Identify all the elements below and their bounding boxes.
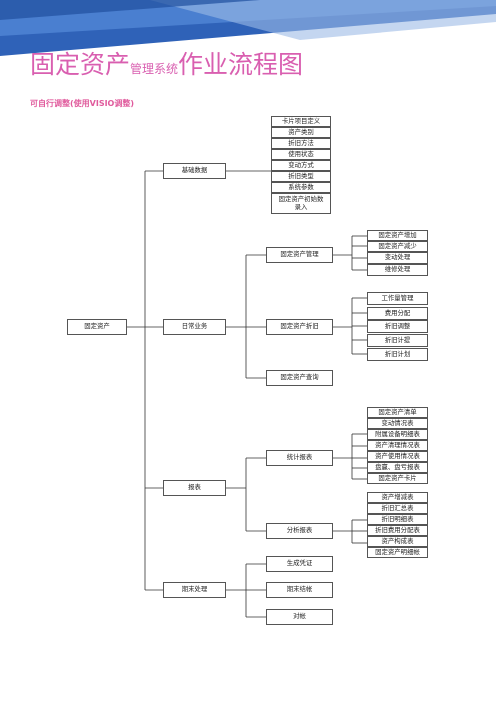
node-statistical-reports: 统计报表 [266,450,333,466]
node-basic-data: 基础数据 [163,163,226,179]
title-sub: 管理系统 [130,62,179,76]
stat-item: 固定资产卡片 [367,473,428,484]
stat-item: 附属设备明细表 [367,429,428,440]
node-asset-depreciation: 固定资产折旧 [266,319,333,335]
depr-item: 工作量管理 [367,292,428,305]
node-period-end: 期末处理 [163,582,226,598]
depr-item: 费用分配 [367,307,428,320]
node-reconciliation: 对帐 [266,609,333,625]
analysis-item: 折旧明细表 [367,514,428,525]
basic-item: 资产类别 [271,127,331,138]
header-banner [0,0,496,56]
node-period-closing: 期末结帐 [266,582,333,598]
title-main-2: 作业流程图 [178,50,304,79]
basic-item: 使用状态 [271,149,331,160]
stat-item: 盘赢、盘亏报表 [367,462,428,473]
node-asset-management: 固定资产管理 [266,247,333,263]
node-daily-business: 日常业务 [163,319,226,335]
mgmt-item: 变动处理 [367,252,428,264]
mgmt-item: 固定资产增加 [367,230,428,241]
page-subtitle: 可自行调整(使用VISIO调整) [30,99,135,108]
node-asset-query: 固定资产查询 [266,370,333,386]
analysis-item: 资产构成表 [367,536,428,547]
analysis-item: 折旧汇总表 [367,503,428,514]
depr-item: 折旧计划 [367,348,428,361]
analysis-item: 折旧费用分配表 [367,525,428,536]
basic-item: 卡片项目定义 [271,116,331,127]
node-analysis-reports: 分析报表 [266,523,333,539]
node-generate-voucher: 生成凭证 [266,556,333,572]
basic-item: 折旧方法 [271,138,331,149]
depr-item: 折旧计提 [367,334,428,347]
node-reports: 报表 [163,480,226,496]
basic-item: 固定资产初始数录入 [271,193,331,214]
page-title: 固定资产管理系统作业流程图 [30,52,303,77]
analysis-item: 资产增减表 [367,492,428,503]
stat-item: 资产使用情况表 [367,451,428,462]
mgmt-item: 固定资产减少 [367,241,428,252]
node-fixed-assets: 固定资产 [67,319,127,335]
stat-item: 资产清理情况表 [367,440,428,451]
stat-item: 固定资产清单 [367,407,428,418]
mgmt-item: 维修处理 [367,264,428,276]
basic-item: 系统参数 [271,182,331,193]
title-main-1: 固定资产 [30,50,131,79]
stat-item: 变动情况表 [367,418,428,429]
basic-item: 变动方式 [271,160,331,171]
analysis-item: 固定资产明细帐 [367,547,428,558]
depr-item: 折旧调整 [367,320,428,333]
basic-item: 折旧类型 [271,171,331,182]
